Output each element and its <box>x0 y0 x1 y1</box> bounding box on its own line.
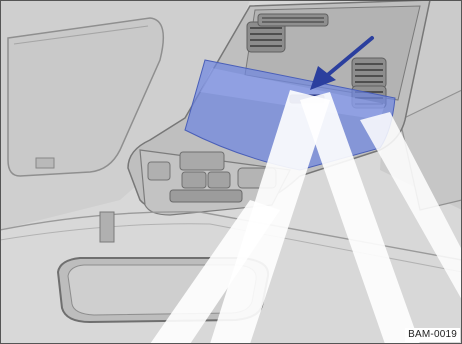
visor-clip <box>36 158 54 168</box>
mirror-mount <box>100 212 114 242</box>
figure-code: BAM-0019 <box>405 328 460 342</box>
vent-grille-top <box>258 14 328 26</box>
vent-grille-right <box>352 58 386 88</box>
